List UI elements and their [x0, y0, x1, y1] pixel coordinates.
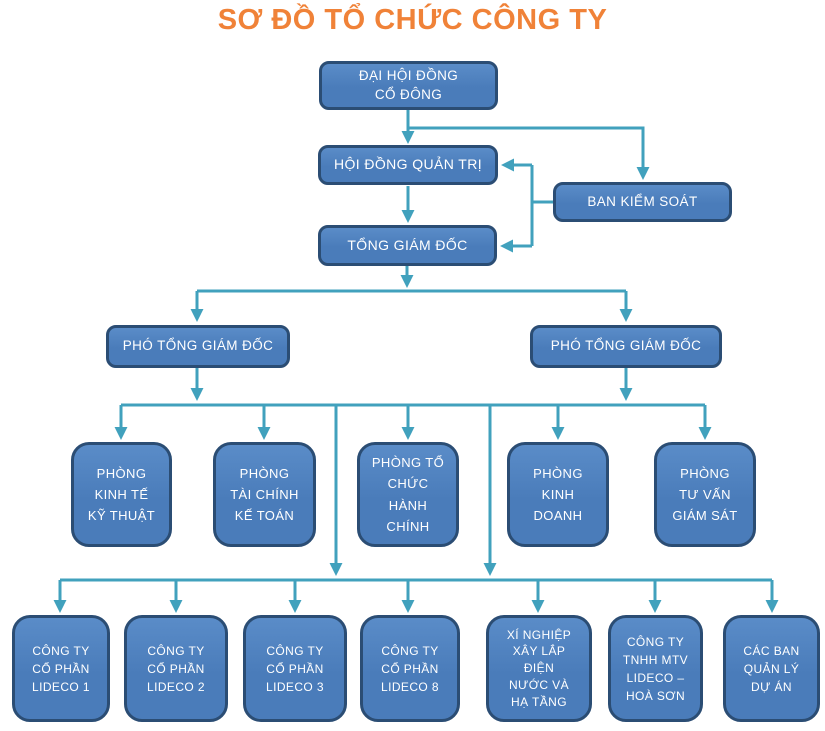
- node-deputy-ceo-left: PHÓ TỔNG GIÁM ĐỐC: [106, 325, 290, 368]
- node-board-of-directors: HỘI ĐỒNG QUẢN TRỊ: [318, 145, 498, 185]
- node-subsidiary-lideco-1: CÔNG TY CỔ PHẦN LIDECO 1: [12, 615, 110, 722]
- node-subsidiary-lideco-8: CÔNG TY CỔ PHẦN LIDECO 8: [360, 615, 460, 722]
- node-dept-to-chuc-hanh-chinh: PHÒNG TỔ CHỨC HÀNH CHÍNH: [357, 442, 459, 547]
- org-chart-title: SƠ ĐỒ TỔ CHỨC CÔNG TY: [217, 4, 608, 36]
- node-subsidiary-lideco-2: CÔNG TY CỔ PHẦN LIDECO 2: [124, 615, 228, 722]
- node-ceo: TỔNG GIÁM ĐỐC: [318, 225, 497, 266]
- node-dept-kinh-doanh: PHÒNG KINH DOANH: [507, 442, 609, 547]
- node-deputy-ceo-right: PHÓ TỔNG GIÁM ĐỐC: [530, 325, 722, 368]
- node-dept-kinh-te-ky-thuat: PHÒNG KINH TẾ KỸ THUẬT: [71, 442, 172, 547]
- node-shareholders-meeting: ĐẠI HỘI ĐỒNG CỔ ĐÔNG: [319, 61, 498, 110]
- node-subsidiary-lideco-3: CÔNG TY CỔ PHẦN LIDECO 3: [243, 615, 347, 722]
- node-dept-tai-chinh-ke-toan: PHÒNG TÀI CHÍNH KẾ TOÁN: [213, 442, 316, 547]
- node-supervisory-board: BAN KIỂM SOÁT: [553, 182, 732, 222]
- node-subsidiary-xi-nghiep-xay-lap: XÍ NGHIỆP XÂY LẮP ĐIỆN NƯỚC VÀ HẠ TẦNG: [486, 615, 592, 722]
- node-subsidiary-lideco-hoa-son: CÔNG TY TNHH MTV LIDECO – HOÀ SƠN: [608, 615, 703, 722]
- node-dept-tu-van-giam-sat: PHÒNG TƯ VẤN GIÁM SÁT: [654, 442, 756, 547]
- node-project-management-boards: CÁC BAN QUẢN LÝ DỰ ÁN: [723, 615, 820, 722]
